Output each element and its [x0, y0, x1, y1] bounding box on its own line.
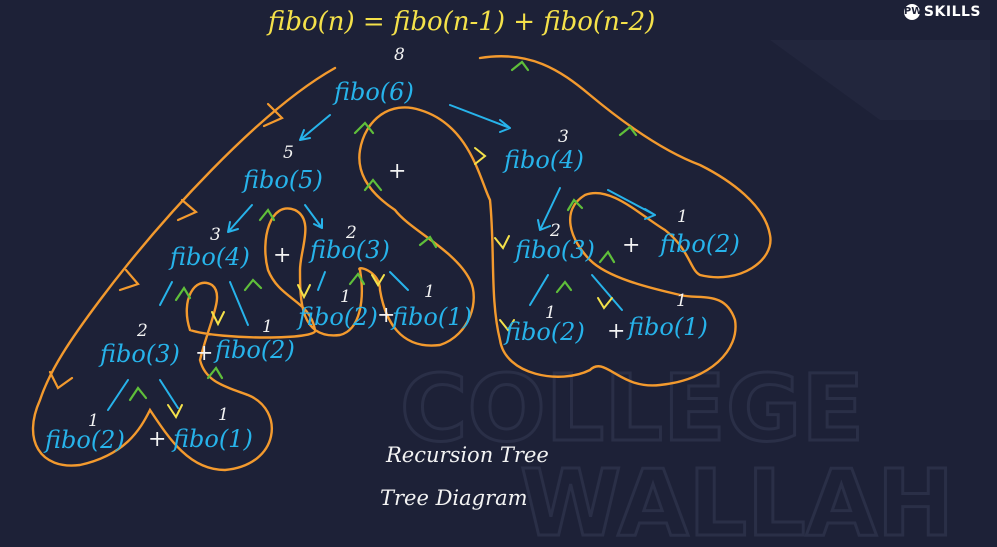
arrow-to-fibo3a — [304, 204, 323, 229]
arrow-to-fibo3c — [537, 187, 561, 231]
call-tick — [371, 274, 385, 287]
value-fibo2a: 1 — [340, 287, 351, 307]
node-fibo5: fibo(5) — [241, 166, 323, 194]
node-fibo4a: fibo(4) — [168, 243, 250, 271]
plus-fibo3c: + — [607, 319, 625, 344]
value-fibo3b: 2 — [136, 321, 148, 341]
return-arrow — [348, 272, 366, 286]
fibonacci-formula: fibo(n) = fibo(n-1) + fibo(n-2) — [266, 7, 655, 37]
brand-logo: PW SKILLS — [903, 4, 981, 20]
return-arrow — [258, 208, 276, 222]
return-arrows — [128, 60, 638, 402]
arrow-to-fibo2c — [107, 379, 129, 411]
arrow-to-fibo4b — [449, 104, 511, 133]
call-tick — [494, 235, 510, 250]
value-fibo4a: 3 — [210, 225, 221, 245]
call-tick — [297, 284, 311, 300]
node-fibo3c: fibo(3) — [513, 236, 595, 264]
arrow-to-fibo2e — [607, 189, 656, 220]
return-arrow — [618, 125, 638, 137]
traversal-path — [31, 55, 772, 472]
node-fibo2d: fibo(2) — [503, 318, 585, 346]
call-tick — [474, 147, 487, 165]
plus-fibo4b: + — [622, 233, 640, 258]
plus-fibo5: + — [273, 243, 291, 268]
call-tick — [499, 319, 515, 332]
call-arrows — [107, 104, 656, 411]
value-fibo4b: 3 — [558, 127, 569, 147]
watermark-shape — [770, 40, 990, 120]
watermark-line2: WALLAH — [520, 450, 954, 547]
arrow-to-fibo5 — [299, 114, 331, 141]
arrow-to-fibo1c — [591, 274, 623, 311]
path-arrows — [48, 102, 284, 390]
arrow-to-fibo2a — [317, 271, 326, 291]
node-fibo3b: fibo(3) — [98, 340, 180, 368]
call-tick — [597, 297, 613, 310]
watermark-line1: COLLEGE — [400, 355, 864, 462]
value-fibo5: 5 — [283, 143, 294, 163]
value-fibo2e: 1 — [677, 207, 688, 227]
plus-fibo4a: + — [195, 341, 213, 366]
node-fibo3a: fibo(3) — [308, 236, 390, 264]
value-fibo3c: 2 — [549, 221, 561, 241]
plus-fibo3b: + — [148, 427, 166, 452]
brand-name: SKILLS — [923, 4, 981, 20]
caption-tree-diagram: Tree Diagram — [380, 486, 528, 510]
value-fibo6: 8 — [394, 45, 405, 65]
value-fibo2b: 1 — [262, 317, 273, 337]
return-arrow — [363, 178, 383, 192]
return-arrow — [598, 250, 616, 264]
return-arrow — [418, 235, 438, 249]
path-arrow — [118, 268, 140, 292]
node-fibo1c: fibo(1) — [626, 313, 708, 341]
node-fibo2a: fibo(2) — [296, 303, 378, 331]
value-fibo2c: 1 — [88, 411, 99, 431]
return-arrow — [510, 60, 530, 72]
arrow-to-fibo3b — [159, 281, 173, 306]
return-arrow — [206, 366, 224, 380]
call-ticks — [167, 147, 613, 419]
node-fibo2e: fibo(2) — [658, 230, 740, 258]
return-arrow — [128, 386, 148, 402]
return-arrow — [243, 278, 263, 292]
arrow-to-fibo4a — [227, 204, 253, 233]
return-arrow — [566, 198, 584, 212]
node-fibo1b: fibo(1) — [171, 425, 253, 453]
value-fibo1c: 1 — [676, 291, 687, 311]
value-fibo2d: 1 — [545, 303, 556, 323]
path-stroke — [31, 55, 772, 472]
return-arrow — [555, 280, 573, 294]
path-arrow — [48, 370, 74, 390]
value-fibo3a: 2 — [345, 223, 357, 243]
path-arrow — [262, 102, 284, 128]
return-arrow — [174, 285, 192, 302]
node-fibo4b: fibo(4) — [502, 146, 584, 174]
arrow-to-fibo2d — [529, 274, 549, 306]
node-fibo2c: fibo(2) — [43, 426, 125, 454]
node-fibo2b: fibo(2) — [213, 336, 295, 364]
node-fibo1a: fibo(1) — [390, 303, 472, 331]
call-tick — [211, 311, 225, 327]
node-fibo6: fibo(6) — [332, 78, 414, 106]
pw-logo-icon: PW — [903, 4, 922, 20]
arrow-to-fibo2b — [229, 281, 249, 326]
return-arrow — [353, 121, 375, 135]
caption-recursion-tree: Recursion Tree — [385, 443, 549, 467]
plus-fibo3a: + — [377, 303, 395, 328]
value-fibo1b: 1 — [218, 405, 229, 425]
path-arrow — [176, 198, 199, 222]
arrow-to-fibo1a — [389, 271, 409, 291]
call-tick — [167, 404, 183, 419]
plus-fibo6: + — [388, 159, 406, 184]
value-fibo1a: 1 — [424, 282, 435, 302]
arrow-to-fibo1b — [159, 379, 179, 409]
